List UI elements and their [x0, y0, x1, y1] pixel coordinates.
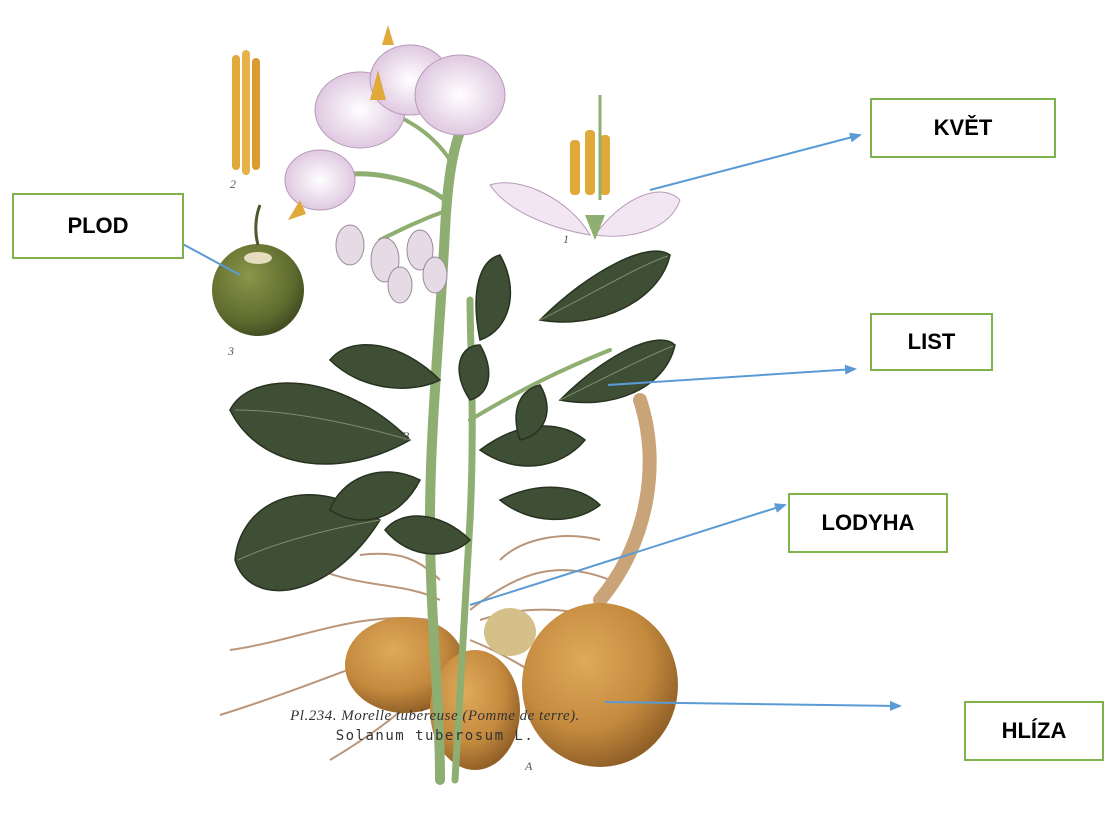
- arrow-kvet: [650, 135, 860, 190]
- tubers: [345, 603, 678, 770]
- label-list: LIST: [870, 313, 993, 371]
- arrow-lodyha: [470, 505, 785, 605]
- tuber-small: [484, 608, 536, 656]
- label-list-text: LIST: [908, 329, 956, 355]
- label-hliza: HLÍZA: [964, 701, 1104, 761]
- fruit-fig3: [212, 205, 304, 336]
- label-lodyha-text: LODYHA: [822, 510, 915, 536]
- mark-fig1: 1: [563, 232, 569, 246]
- label-kvet-text: KVĚT: [934, 115, 993, 141]
- mark-figA: A: [524, 759, 533, 773]
- plate-caption: Pl.234. Morelle tubéreuse (Pomme de terr…: [200, 708, 670, 744]
- mark-fig2: 2: [230, 177, 236, 191]
- caption-latin: Solanum tuberosum L.: [200, 728, 670, 744]
- anthers-fig2: [232, 50, 260, 175]
- label-plod-text: PLOD: [67, 213, 128, 239]
- label-kvet: KVĚT: [870, 98, 1056, 158]
- label-hliza-text: HLÍZA: [1002, 718, 1067, 744]
- caption-french: Pl.234. Morelle tubéreuse (Pomme de terr…: [200, 708, 670, 725]
- flower-section-fig1: [490, 95, 680, 240]
- flower-cluster: [285, 25, 505, 303]
- stolon: [600, 400, 650, 600]
- mark-figB: B: [402, 429, 410, 443]
- label-lodyha: LODYHA: [788, 493, 948, 553]
- label-plod: PLOD: [12, 193, 184, 259]
- mark-fig3: 3: [227, 344, 234, 358]
